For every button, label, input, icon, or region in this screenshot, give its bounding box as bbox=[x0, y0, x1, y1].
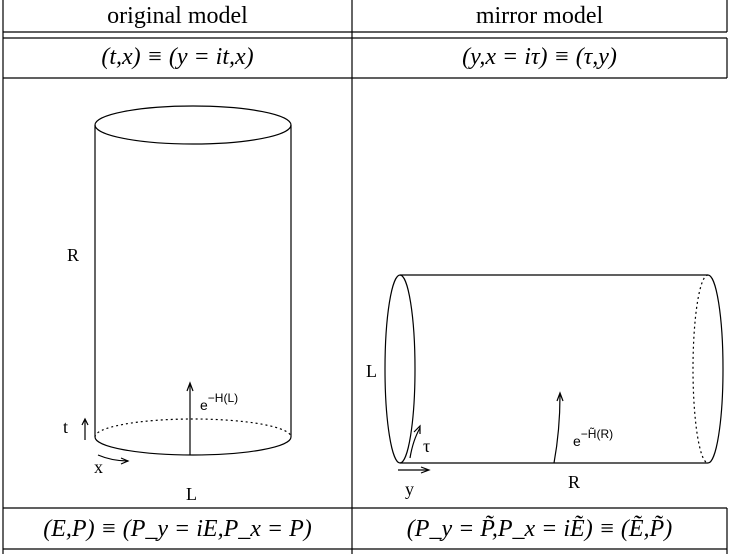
space-arrow-right bbox=[398, 466, 431, 474]
vertical-cylinder bbox=[94, 105, 292, 456]
space-arrow-left bbox=[97, 454, 130, 465]
time-arrow-right bbox=[409, 424, 421, 459]
right-space-label: y bbox=[405, 479, 414, 499]
left-evolution-label: e−H(L) bbox=[200, 391, 238, 413]
evolution-arrow-left bbox=[186, 381, 194, 455]
header-mirror-model: mirror model bbox=[475, 3, 604, 29]
momenta-mirror: (P_y = P̃,P_x = iẼ) ≡ (Ẽ,P̃) bbox=[406, 516, 673, 542]
coords-mirror: (y,x = iτ) ≡ (τ,y) bbox=[462, 44, 617, 70]
horizontal-cylinder bbox=[384, 274, 724, 464]
right-evolution-label: e−H̃(R) bbox=[573, 426, 613, 449]
right-circumference-label: L bbox=[366, 361, 377, 381]
left-time-label: t bbox=[63, 417, 68, 437]
evolution-arrow-right bbox=[553, 391, 564, 464]
left-width-label: L bbox=[186, 484, 197, 504]
momenta-original: (E,P) ≡ (P_y = iE,P_x = P) bbox=[43, 516, 312, 542]
left-length-label: R bbox=[67, 245, 79, 265]
time-arrow-left bbox=[81, 417, 89, 440]
right-length-label: R bbox=[568, 472, 580, 492]
right-time-label: τ bbox=[423, 436, 430, 456]
left-space-label: x bbox=[94, 457, 103, 477]
coords-original: (t,x) ≡ (y = it,x) bbox=[101, 44, 254, 70]
header-original-model: original model bbox=[107, 3, 248, 29]
